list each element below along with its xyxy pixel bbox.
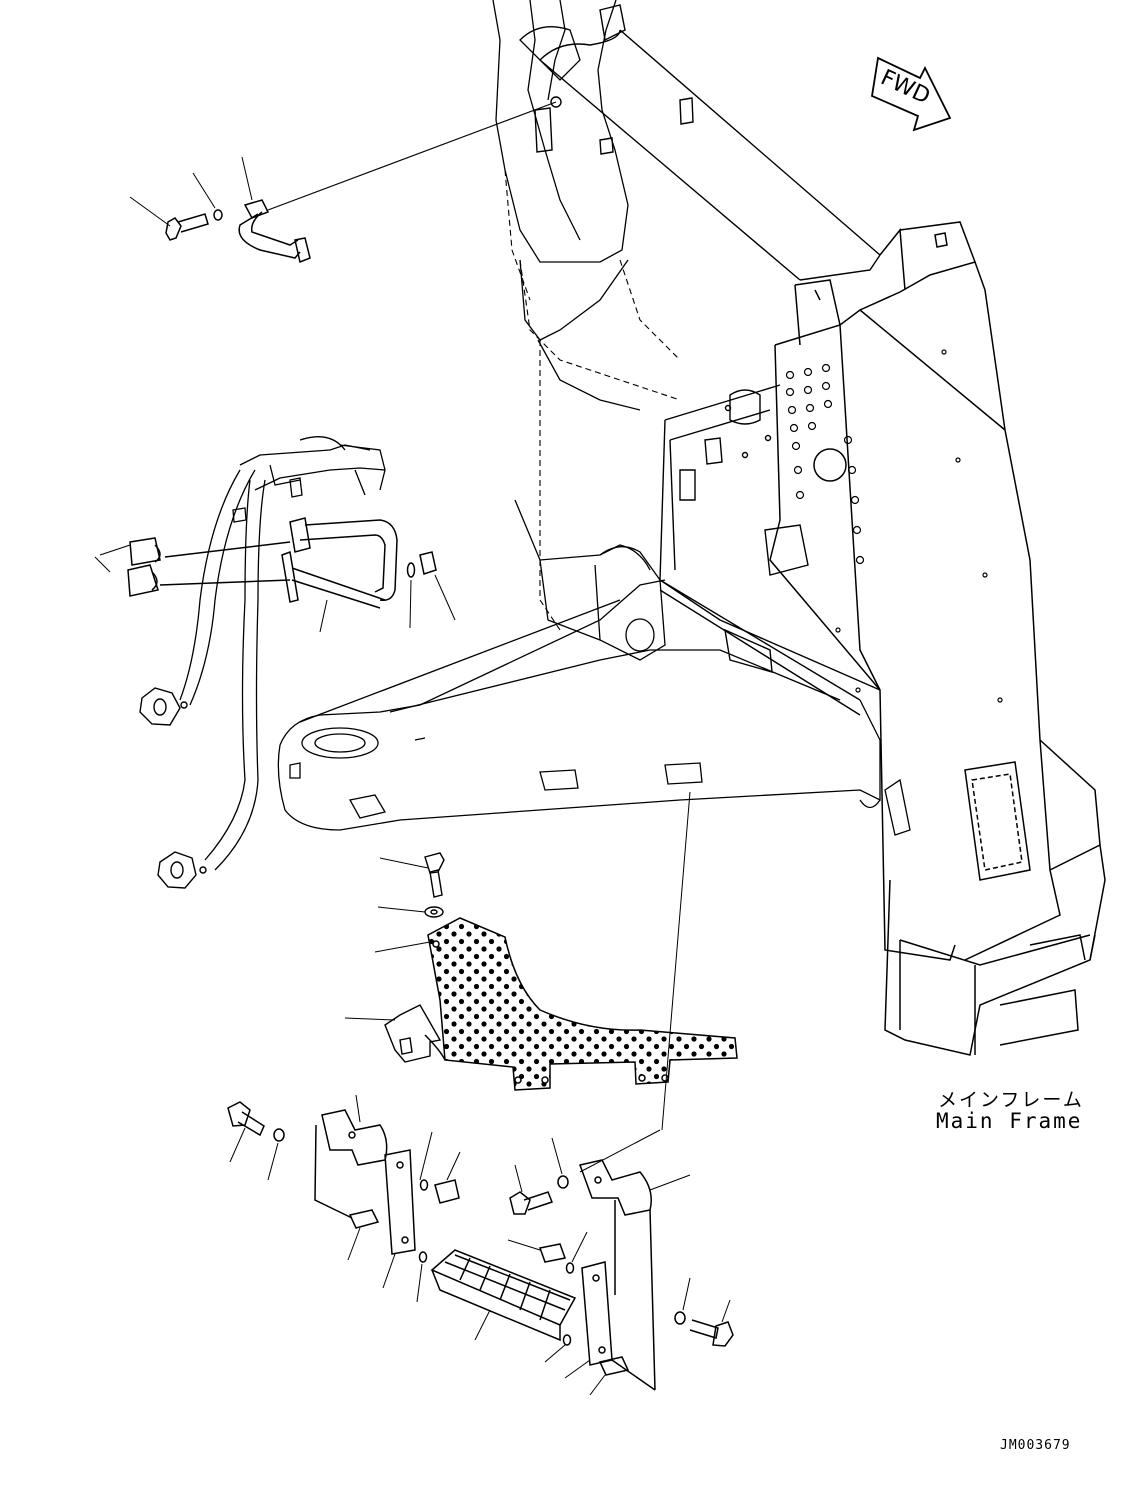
step-plate-leaders [344,791,691,1131]
lower-a-frame [277,579,911,836]
leader-line-handle [267,101,557,211]
main-frame-column-holes [785,349,1003,703]
hose-guard-part [127,517,437,609]
right-step-bracket-leaders [507,1129,731,1396]
step-ladder-leader [474,1309,491,1341]
main-frame-upper-casting [492,0,641,411]
grab-handle-part [165,199,311,264]
hose-guard-leaders [94,544,456,633]
hose-flange-lower [157,851,207,889]
right-step-bracket-set [509,1159,734,1391]
step-plate-part [424,917,738,1091]
main-frame-upper-dashed [504,169,681,631]
boom-tube [534,4,881,281]
grab-handle-leaders [129,156,253,227]
main-frame-column [769,221,1106,1056]
drawing-number: JM003679 [1000,1438,1071,1453]
main-frame-callout-english: Main Frame [936,1109,1083,1133]
step-ladder-part [430,1249,577,1342]
hydraulic-hoses [179,436,386,871]
hose-flange-upper [139,687,188,726]
fwd-arrow: FWD [871,56,952,132]
left-step-bracket-set [227,1101,460,1263]
left-step-bracket-leaders [229,1094,461,1303]
steering-cylinder [514,499,666,661]
main-frame-callout-japanese: メインフレーム [938,1089,1084,1111]
